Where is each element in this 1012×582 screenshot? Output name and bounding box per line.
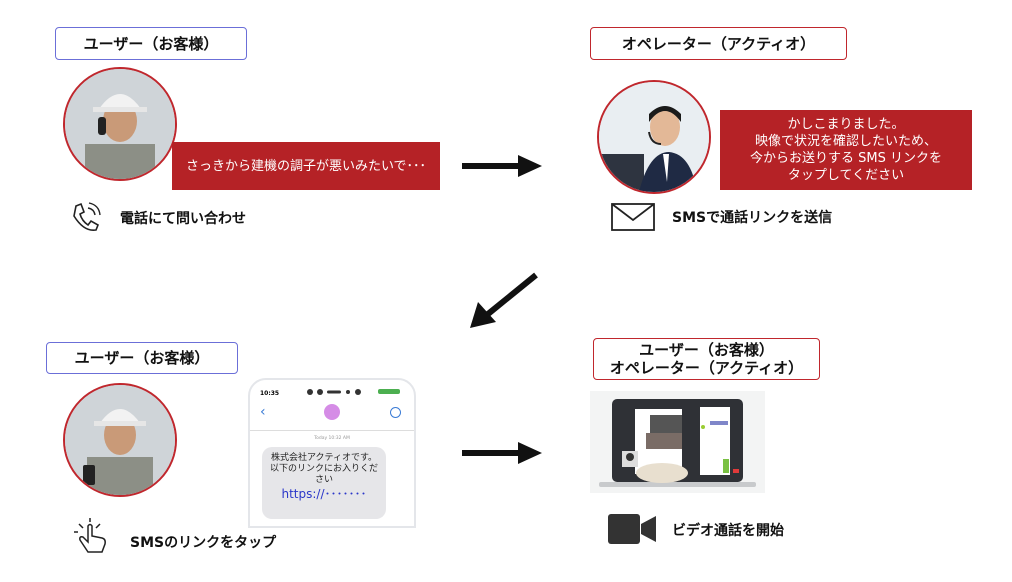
step2-caption: SMSで通話リンクを送信 — [672, 210, 833, 226]
step3-caption: SMSのリンクをタップ — [130, 535, 277, 551]
bubble-line: かしこまりました。 — [787, 117, 905, 132]
laptop-icon — [599, 399, 756, 487]
step1-caption: 電話にて問い合わせ — [120, 211, 246, 227]
user-photo-phone-call — [63, 67, 177, 181]
bubble-line: 映像で状況を確認したいため、 — [754, 134, 937, 149]
user-label-2: ユーザー（お客様） — [46, 342, 238, 374]
both-parties-label: ユーザー（お客様） オペレーター（アクティオ） — [593, 338, 820, 380]
user-speech-bubble: さっきから建機の調子が悪いみたいで･･･ — [172, 142, 440, 190]
envelope-icon — [611, 203, 655, 231]
arrow-right-icon — [462, 155, 542, 177]
info-icon[interactable] — [390, 407, 401, 418]
bubble-line: タップしてください — [787, 168, 905, 183]
user-photo-smartphone — [63, 383, 177, 497]
operator-speech-bubble: かしこまりました。 映像で状況を確認したいため、 今からお送りする SMS リン… — [720, 110, 972, 190]
sms-line: 株式会社アクティオです。 — [270, 453, 378, 463]
operator-photo — [597, 80, 711, 194]
phone-icon — [73, 202, 101, 232]
smartphone-mockup: 10:35 ‹ Today 10:32 AM 株式会社アクティオです。 以下のリ… — [248, 378, 416, 528]
operator-with-headset-icon — [599, 82, 709, 192]
phone-time: 10:35 — [260, 390, 280, 397]
user-label-1: ユーザー（お客様） — [55, 27, 247, 60]
video-camera-icon — [608, 514, 656, 544]
operator-label: オペレーター（アクティオ） — [590, 27, 847, 60]
sms-link[interactable]: https://･･･････ — [281, 487, 367, 501]
sms-bubble: 株式会社アクティオです。 以下のリンクにお入りくだ さい https://･･･… — [262, 447, 386, 519]
tap-icon — [74, 518, 106, 553]
phone-notch-icon — [307, 389, 361, 395]
message-timestamp: Today 10:32 AM — [314, 436, 350, 441]
sms-line: 以下のリンクにお入りくだ — [269, 464, 378, 474]
label-line: ユーザー（お客様） — [639, 341, 774, 359]
worker-on-phone-icon — [65, 69, 175, 179]
sms-line: さい — [314, 475, 333, 485]
step4-caption: ビデオ通話を開始 — [672, 523, 784, 539]
back-chevron-icon[interactable]: ‹ — [260, 404, 266, 420]
arrow-right-icon — [462, 442, 542, 464]
arrow-down-left-icon — [470, 272, 538, 328]
bubble-line: 今からお送りする SMS リンクを — [750, 151, 942, 166]
battery-icon — [378, 389, 400, 394]
contact-avatar — [324, 404, 340, 420]
label-line: オペレーター（アクティオ） — [609, 359, 804, 377]
worker-with-smartphone-icon — [65, 385, 175, 495]
laptop-video-call-illustration — [590, 391, 765, 493]
